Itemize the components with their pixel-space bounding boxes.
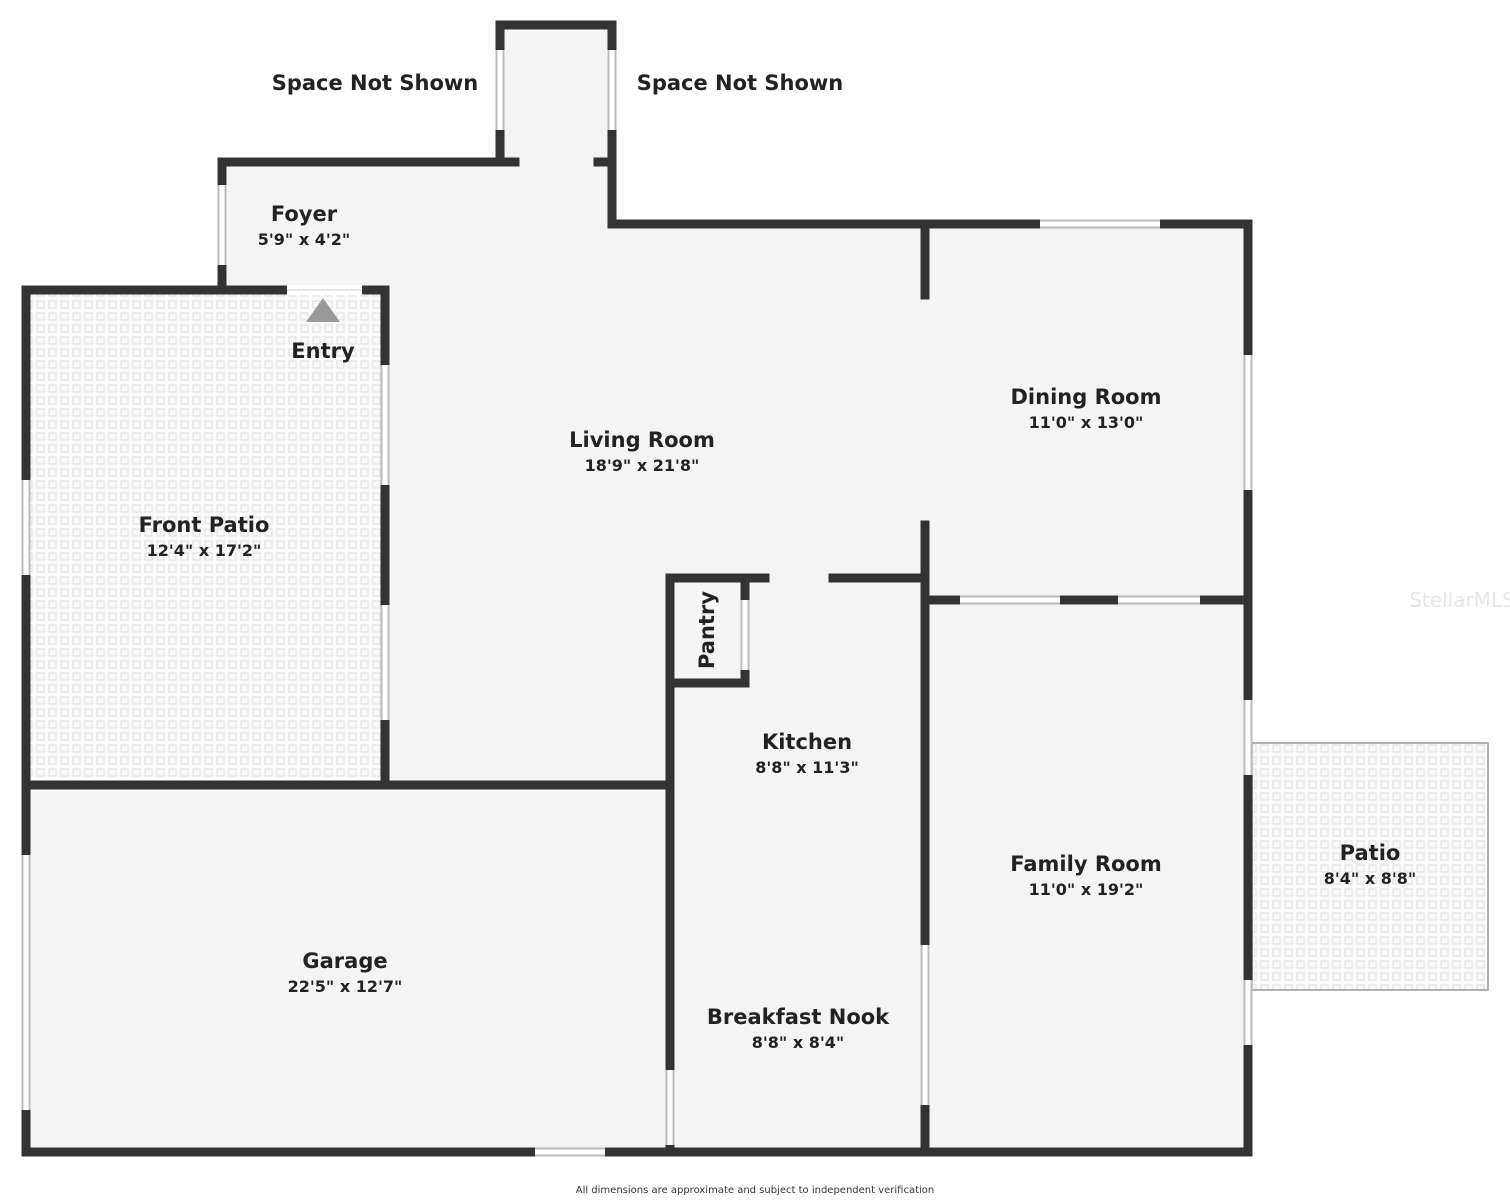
room-dims: 8'4" x 8'8" (1324, 869, 1416, 888)
disclaimer: All dimensions are approximate and subje… (576, 1185, 935, 1196)
watermark: StellarMLS (1409, 588, 1510, 612)
entry-label: Entry (291, 339, 355, 363)
room-name: Garage (302, 949, 387, 973)
room-dims: 8'8" x 11'3" (755, 758, 859, 777)
room-name: Foyer (271, 202, 338, 226)
room-dims: 8'8" x 8'4" (752, 1033, 844, 1052)
room-name: Dining Room (1011, 385, 1162, 409)
floor-area (26, 25, 1489, 1152)
patio-floor (1251, 742, 1489, 991)
space-not-shown-left: Space Not Shown (272, 71, 479, 95)
room-dims: 22'5" x 12'7" (288, 977, 403, 996)
room-name: Family Room (1010, 852, 1161, 876)
room-dims: 12'4" x 17'2" (147, 541, 262, 560)
pantry-label: Pantry (695, 591, 719, 669)
space-not-shown-right: Space Not Shown (637, 71, 844, 95)
room-name: Front Patio (139, 513, 270, 537)
room-dims: 11'0" x 19'2" (1029, 880, 1144, 899)
room-dims: 5'9" x 4'2" (258, 230, 350, 249)
entry-arrow-icon (306, 298, 340, 322)
room-name: Breakfast Nook (707, 1005, 890, 1029)
room-dims: 18'9" x 21'8" (585, 456, 700, 475)
front-patio-floor (26, 290, 385, 785)
windows (21, 50, 1253, 1157)
room-name: Living Room (569, 428, 715, 452)
room-name: Kitchen (762, 730, 852, 754)
room-dims: 11'0" x 13'0" (1029, 413, 1144, 432)
room-name: Patio (1340, 841, 1401, 865)
